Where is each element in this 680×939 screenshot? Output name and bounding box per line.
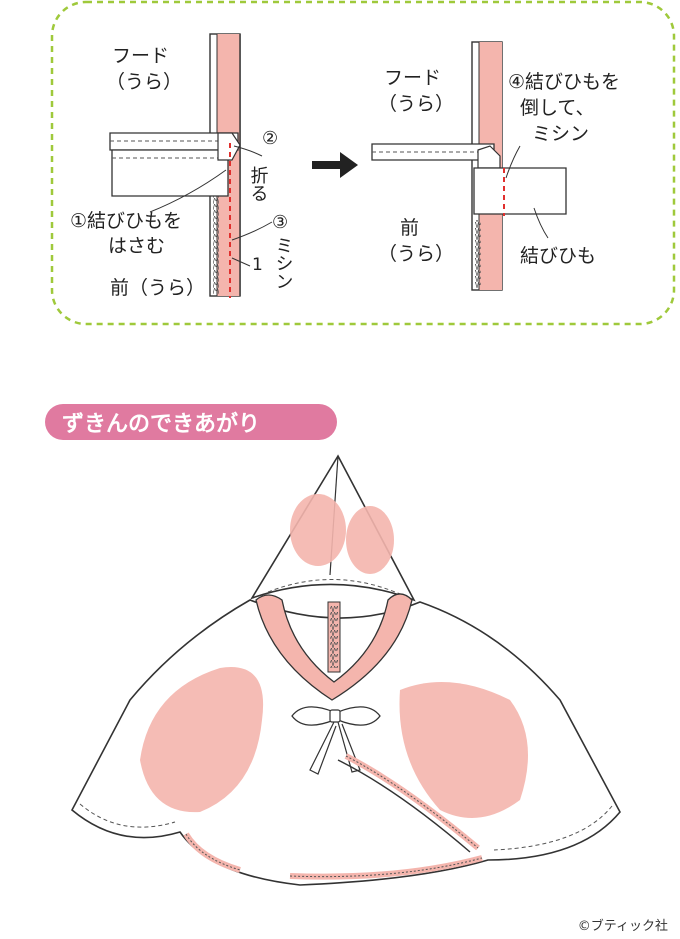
left-fold-text: 折る	[248, 166, 269, 202]
section-banner	[45, 404, 337, 440]
right-front-label-1: 前	[400, 217, 419, 239]
right-note-3: ミシン	[532, 123, 589, 145]
right-hood-label-1: フード	[384, 67, 441, 89]
instruction-frame	[50, 0, 676, 326]
right-hood-label-2: （うら）	[378, 93, 454, 115]
right-note-2: 倒して、	[520, 97, 594, 119]
section-banner-title: ずきんのできあがり	[62, 411, 260, 437]
left-fold-number: ②	[262, 128, 278, 149]
copyright-text: ©ブティック社	[578, 918, 668, 934]
finished-hood-illustration	[70, 454, 621, 886]
left-tie-line-2: はさむ	[108, 235, 165, 257]
left-hood-label-1: フード	[112, 45, 169, 67]
left-hood-label-2: （うら）	[106, 71, 182, 93]
left-sew-number: ③	[272, 212, 288, 233]
right-tie-label: 結びひも	[520, 245, 596, 267]
right-arrow-icon	[312, 152, 358, 178]
right-note-1: ④結びひもを	[508, 71, 620, 93]
step-left-illustration	[109, 33, 273, 298]
step-right-illustration	[371, 41, 567, 291]
left-front-label: 前（うら）	[110, 277, 205, 299]
left-measure-label: 1	[252, 255, 263, 275]
left-sew-text: ミシン	[273, 236, 294, 290]
right-front-label-2: （うら）	[378, 243, 454, 265]
left-tie-line-1: ①結びひもを	[70, 210, 182, 232]
